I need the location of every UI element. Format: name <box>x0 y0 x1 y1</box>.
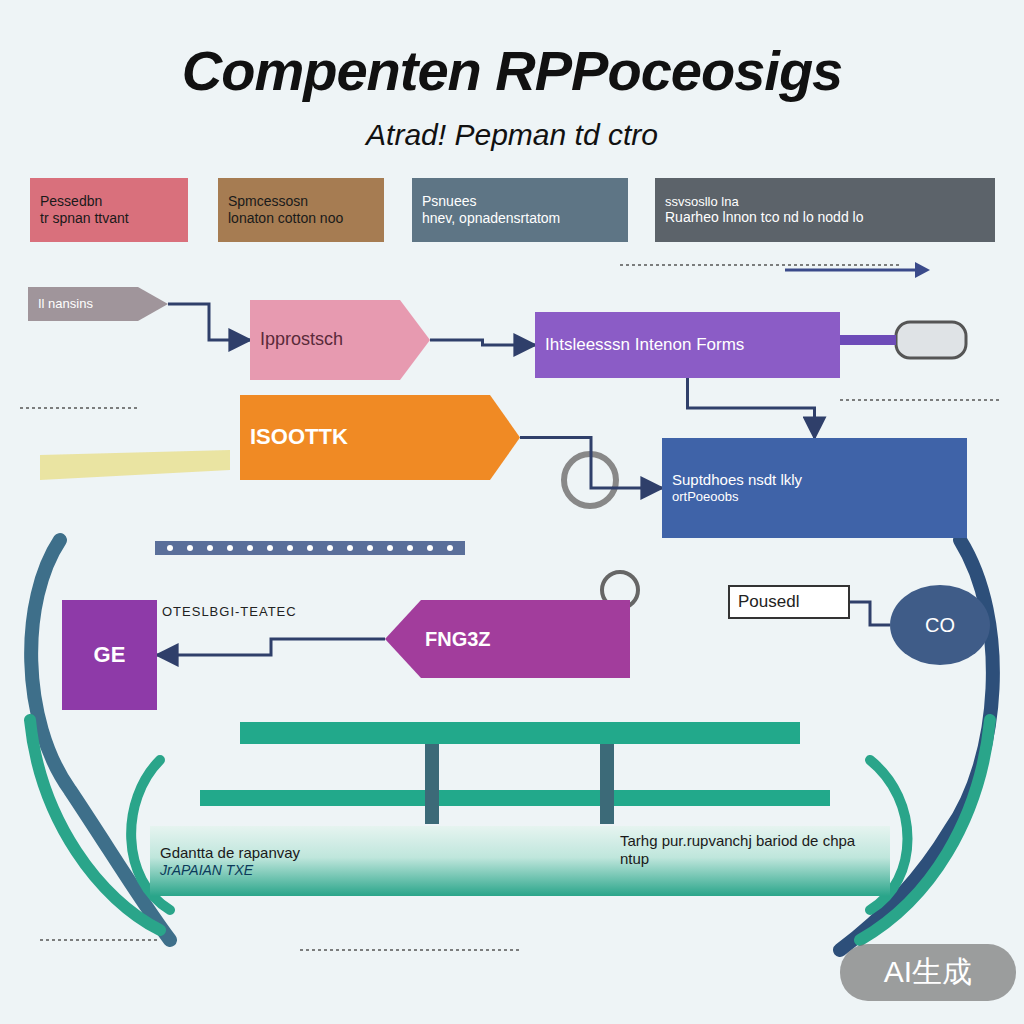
band-node: Gdantta de rapanvayJrAPAIAN TXE Tarhg pur… <box>150 826 890 896</box>
process-box: Ihtsleesssn Intenon Forms <box>535 312 840 378</box>
node-text: FNG3Z <box>425 627 620 651</box>
dotted-bar <box>155 541 465 555</box>
connector <box>520 438 662 489</box>
connector <box>430 340 535 345</box>
node-text: ortPoeoobs <box>672 489 957 505</box>
title: Compenten RPPoceosigs <box>0 38 1024 103</box>
process-box: ssvsosllo lnaRuarheo lnnon tco nd lo nod… <box>655 178 995 242</box>
plug-wire <box>840 335 896 345</box>
node-text: CO <box>925 613 955 637</box>
node-text: ISOOTTK <box>250 424 486 450</box>
node-text: Ihtsleesssn Intenon Forms <box>545 335 830 355</box>
node-text: lonaton cotton noo <box>228 210 374 227</box>
node-text: Pousedl <box>738 592 840 612</box>
node-text: Pessedbn <box>40 193 178 210</box>
connector <box>157 639 385 655</box>
teal-bar <box>240 722 800 744</box>
node-text: Ipprostsch <box>260 329 396 351</box>
connector <box>850 602 890 625</box>
arrow-box: FNG3Z <box>385 600 630 678</box>
arrow-head <box>915 262 930 278</box>
support-post <box>425 744 439 824</box>
curved-pipe <box>30 720 160 930</box>
dots <box>167 545 453 551</box>
node-text: Psnuees <box>422 193 618 210</box>
connector <box>168 304 250 340</box>
arrow-box: Ipprostsch <box>250 300 430 380</box>
process-box: Pousedl <box>728 585 850 619</box>
subtitle: Atrad! Pepman td ctro <box>0 118 1024 152</box>
node-text: tr spnan ttvant <box>40 210 178 227</box>
node-text: Ruarheo lnnon tco nd lo nodd lo <box>665 209 985 226</box>
connector <box>688 378 815 438</box>
connector-plug <box>896 322 966 358</box>
process-box: Spmcessosnlonaton cotton noo <box>218 178 384 242</box>
color-streak <box>40 450 230 480</box>
node-text: GE <box>94 642 126 668</box>
watermark: AI生成 <box>840 944 1016 1001</box>
process-box: GE <box>62 600 157 710</box>
node-shape <box>385 600 630 678</box>
support-post <box>600 744 614 824</box>
node-text: JrAPAIAN TXE <box>160 862 460 879</box>
process-box: Suptdhoes nsdt lklyortPoeoobs <box>662 438 967 538</box>
node-text: Suptdhoes nsdt lkly <box>672 471 957 489</box>
thin-arrow <box>785 269 915 272</box>
node-text: Spmcessosn <box>228 193 374 210</box>
process-box: Psnueeshnev, opnadensrtatom <box>412 178 628 242</box>
process-box: Pessedbntr spnan ttvant <box>30 178 188 242</box>
note-label: OTESLBGI-TEATEC <box>162 604 382 619</box>
node-text: Gdantta de rapanvay <box>160 844 460 862</box>
node-text: hnev, opnadensrtatom <box>422 210 618 227</box>
arrow-box: ISOOTTK <box>240 395 520 480</box>
arrow-box: Il nansins <box>28 287 168 321</box>
node-text: ssvsosllo lna <box>665 194 985 210</box>
circle-node: CO <box>890 585 990 665</box>
node-text: Tarhg pur.rupvanchj bariod de chpa ntup <box>620 832 870 868</box>
dashed-lines <box>20 265 1000 950</box>
teal-bar <box>200 790 830 806</box>
node-text: Il nansins <box>38 296 134 312</box>
